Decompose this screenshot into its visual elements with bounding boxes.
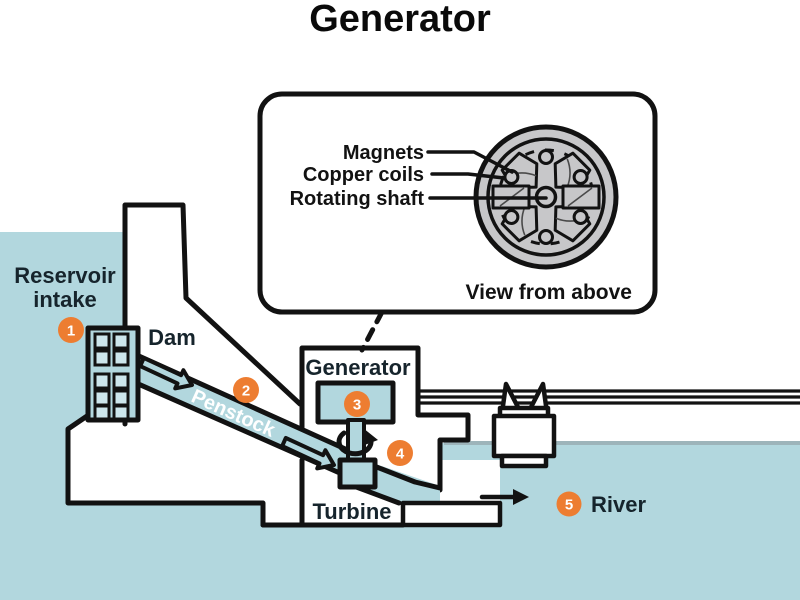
dam-outline — [122, 202, 303, 427]
dam-body-fill — [125, 203, 302, 470]
copper-coils — [503, 149, 589, 245]
river-label: River — [591, 492, 646, 517]
transformer — [491, 381, 557, 469]
power-lines — [416, 389, 800, 405]
svg-text:4: 4 — [396, 446, 405, 463]
inset-leader-lines — [426, 150, 548, 200]
generator-label: Generator — [305, 355, 411, 380]
base-outline — [65, 411, 266, 528]
rotation-arrow — [336, 428, 378, 457]
intake-screen — [85, 325, 194, 423]
dam-base-fill — [68, 412, 265, 503]
river-surface-line — [444, 441, 800, 445]
flow-arrow — [479, 489, 529, 505]
powerhouse-outline — [299, 345, 471, 493]
magnets-label: Magnets — [343, 142, 424, 164]
dashed-connector — [359, 309, 385, 353]
badge-3: 3 — [344, 391, 370, 417]
dam-label: Dam — [148, 325, 196, 350]
svg-text:1: 1 — [67, 323, 75, 340]
reservoir-intake-label-line1: Reservoir — [14, 263, 116, 288]
intake-flow-arrow — [138, 355, 194, 391]
penstock-flow-arrow — [280, 435, 336, 471]
turbine-label: Turbine — [312, 499, 391, 524]
turbine-unit — [337, 457, 378, 490]
badge-5: 5 — [556, 491, 582, 517]
badge-1: 1 — [58, 317, 84, 343]
badge-2: 2 — [233, 377, 259, 403]
rotating-shaft-label: Rotating shaft — [290, 188, 425, 210]
svg-text:2: 2 — [242, 383, 250, 400]
reservoir-intake-label-line2: intake — [33, 287, 97, 312]
badge-4: 4 — [387, 440, 413, 466]
copper-coils-label: Copper coils — [303, 164, 424, 186]
rotating-shaft-bar — [346, 418, 366, 466]
structure-outlines — [65, 202, 471, 528]
channel-top-edge — [371, 463, 443, 491]
page-title: Generator — [309, 0, 491, 40]
intake-grid — [93, 332, 130, 421]
svg-text:5: 5 — [565, 497, 573, 514]
inset-caption: View from above — [465, 281, 632, 304]
magnets-leader — [426, 150, 514, 174]
copper-coils-leader — [430, 172, 506, 180]
tailrace-outlet — [400, 500, 503, 528]
inset-panel: Magnets Copper coils Rotating shaft View… — [257, 91, 658, 315]
svg-text:3: 3 — [353, 397, 361, 414]
